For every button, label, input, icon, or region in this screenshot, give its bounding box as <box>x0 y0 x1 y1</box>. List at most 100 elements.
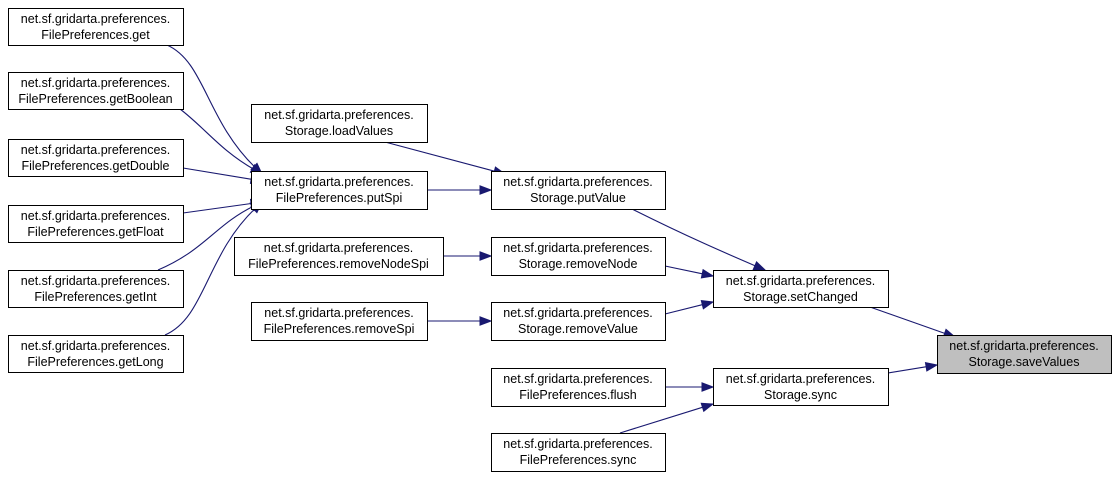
node-member-label: Storage.loadValues <box>285 124 393 138</box>
edge-fp-putSpi-to-st-putValue <box>427 185 493 195</box>
node-member-label: Storage.saveValues <box>969 355 1080 369</box>
node-fp-removeNodeSpi[interactable]: net.sf.gridarta.preferences.FilePreferen… <box>234 237 444 276</box>
node-fp-getDouble[interactable]: net.sf.gridarta.preferences.FilePreferen… <box>8 139 184 177</box>
node-fp-getBoolean[interactable]: net.sf.gridarta.preferences. FilePreferen… <box>8 72 184 110</box>
node-box <box>491 433 666 472</box>
node-member-label: FilePreferences.sync <box>520 453 637 467</box>
node-box <box>8 335 184 373</box>
node-package-label: net.sf.gridarta.preferences. <box>264 108 413 122</box>
node-fp-sync[interactable]: net.sf.gridarta.preferences. FilePreferen… <box>491 433 666 472</box>
node-member-label: FilePreferences.removeNodeSpi <box>248 257 429 271</box>
edge-fp-getFloat-to-fp-putSpi <box>182 198 264 214</box>
node-member-label: FilePreferences.flush <box>519 388 636 402</box>
node-st-removeNode[interactable]: net.sf.gridarta.preferences. Storage.remo… <box>491 237 666 276</box>
node-member-label: FilePreferences.get <box>41 28 150 42</box>
node-st-removeValue[interactable]: net.sf.gridarta.preferences. Storage.remo… <box>491 302 666 341</box>
arrow-head-icon <box>701 382 715 392</box>
arrow-head-icon <box>752 260 767 271</box>
edge-line <box>664 265 705 275</box>
node-package-label: net.sf.gridarta.preferences. <box>503 306 652 320</box>
edge-line <box>182 167 254 181</box>
edge-st-removeNode-to-st-setChanged <box>664 265 715 279</box>
node-fp-getLong[interactable]: net.sf.gridarta.preferences.FilePreferen… <box>8 335 184 373</box>
edge-line <box>179 108 255 171</box>
edge-line <box>182 202 254 214</box>
nodes: net.sf.gridarta.preferences. FilePreferen… <box>8 8 1112 472</box>
node-member-label: FilePreferences.getInt <box>34 290 157 304</box>
node-package-label: net.sf.gridarta.preferences. <box>21 209 170 223</box>
node-member-label: FilePreferences.removeSpi <box>264 322 415 336</box>
node-package-label: net.sf.gridarta.preferences. <box>21 76 170 90</box>
node-st-setChanged[interactable]: net.sf.gridarta.preferences. Storage.setC… <box>713 270 889 308</box>
edge-line <box>157 205 255 271</box>
node-box <box>8 72 184 110</box>
node-member-label: Storage.sync <box>764 388 837 402</box>
node-package-label: net.sf.gridarta.preferences. <box>21 143 170 157</box>
edge-st-loadValues-to-st-putValue <box>384 141 507 176</box>
node-package-label: net.sf.gridarta.preferences. <box>503 372 652 386</box>
edge-fp-getDouble-to-fp-putSpi <box>182 167 264 184</box>
node-fp-putSpi[interactable]: net.sf.gridarta.preferences. FilePreferen… <box>251 171 428 210</box>
node-st-saveValues[interactable]: net.sf.gridarta.preferences.Storage.save… <box>937 335 1112 374</box>
node-member-label: Storage.putValue <box>530 191 626 205</box>
arrow-head-icon <box>700 300 715 310</box>
node-fp-flush[interactable]: net.sf.gridarta.preferences. FilePreferen… <box>491 368 666 407</box>
edge-line <box>164 207 256 336</box>
node-member-label: Storage.removeNode <box>519 257 638 271</box>
node-box <box>8 139 184 177</box>
node-st-loadValues[interactable]: net.sf.gridarta.preferences. Storage.load… <box>251 104 428 143</box>
node-package-label: net.sf.gridarta.preferences. <box>264 306 413 320</box>
node-box <box>251 302 428 341</box>
node-box <box>251 171 428 210</box>
node-package-label: net.sf.gridarta.preferences. <box>503 175 652 189</box>
node-package-label: net.sf.gridarta.preferences. <box>503 241 652 255</box>
node-box <box>713 368 889 406</box>
node-box <box>937 335 1112 374</box>
arrow-head-icon <box>700 268 715 279</box>
node-fp-removeSpi[interactable]: net.sf.gridarta.preferences. FilePreferen… <box>251 302 428 341</box>
node-fp-getFloat[interactable]: net.sf.gridarta.preferences. FilePreferen… <box>8 205 184 243</box>
node-fp-getInt[interactable]: net.sf.gridarta.preferences.FilePreferen… <box>8 270 184 308</box>
node-package-label: net.sf.gridarta.preferences. <box>21 12 170 26</box>
edge-line <box>869 306 947 335</box>
arrow-head-icon <box>479 251 493 261</box>
edge-st-putValue-to-st-setChanged <box>631 208 767 271</box>
node-box <box>8 270 184 308</box>
node-box <box>8 8 184 46</box>
edge-fp-removeSpi-to-st-removeValue <box>427 316 493 326</box>
node-box <box>491 171 666 210</box>
node-package-label: net.sf.gridarta.preferences. <box>21 339 170 353</box>
node-member-label: Storage.removeValue <box>518 322 638 336</box>
edge-line <box>166 44 256 169</box>
node-package-label: net.sf.gridarta.preferences. <box>726 372 875 386</box>
node-box <box>234 237 444 276</box>
node-package-label: net.sf.gridarta.preferences. <box>264 175 413 189</box>
edge-line <box>664 303 705 315</box>
edge-st-setChanged-to-st-saveValues <box>869 306 957 338</box>
edge-line <box>631 208 757 267</box>
node-member-label: FilePreferences.getBoolean <box>18 92 172 106</box>
arrow-head-icon <box>924 361 939 372</box>
node-package-label: net.sf.gridarta.preferences. <box>726 274 875 288</box>
node-st-sync[interactable]: net.sf.gridarta.preferences. Storage.sync <box>713 368 889 406</box>
node-box <box>251 104 428 143</box>
edge-line <box>384 141 497 173</box>
node-box <box>491 368 666 407</box>
edge-fp-sync-to-st-sync <box>619 402 715 434</box>
edge-line <box>619 406 705 434</box>
edge-fp-getBoolean-to-fp-putSpi <box>179 108 264 175</box>
node-package-label: net.sf.gridarta.preferences. <box>503 437 652 451</box>
node-member-label: FilePreferences.getFloat <box>27 225 164 239</box>
node-fp-get[interactable]: net.sf.gridarta.preferences. FilePreferen… <box>8 8 184 46</box>
node-box <box>491 237 666 276</box>
arrow-head-icon <box>700 402 715 413</box>
edge-fp-removeNodeSpi-to-st-removeNode <box>443 251 493 261</box>
node-member-label: Storage.setChanged <box>743 290 858 304</box>
node-box <box>713 270 889 308</box>
arrow-head-icon <box>479 185 493 195</box>
node-st-putValue[interactable]: net.sf.gridarta.preferences. Storage.putV… <box>491 171 666 210</box>
node-member-label: FilePreferences.putSpi <box>276 191 402 205</box>
node-box <box>491 302 666 341</box>
node-box <box>8 205 184 243</box>
